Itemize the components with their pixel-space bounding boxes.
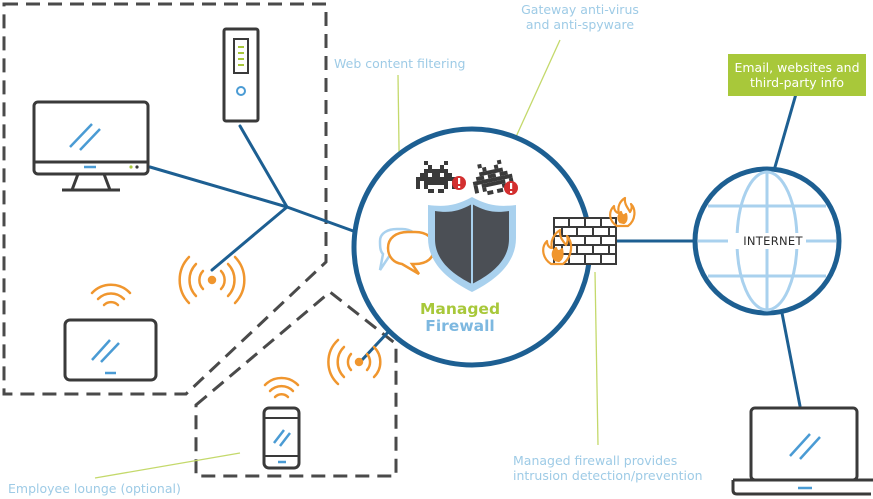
managed-label: Managed	[419, 300, 501, 318]
server-tower-icon	[222, 27, 260, 123]
wifi-signal-icon	[327, 338, 382, 386]
tablet-icon	[63, 318, 158, 382]
globe-icon	[692, 166, 842, 316]
network-cables	[148, 92, 802, 408]
desktop-monitor-icon	[32, 100, 150, 192]
lounge-zone-border	[194, 290, 398, 478]
firewall-label: Firewall	[425, 317, 495, 335]
office-zone-border	[2, 2, 328, 396]
shield-icon	[428, 197, 516, 292]
gateway-antivirus-label: Gateway anti-virus and anti-spyware	[510, 2, 650, 32]
intrusion-label-line1: Managed firewall provides	[513, 453, 678, 468]
email-chip-line1: Email, websites and	[734, 60, 860, 75]
gateway-label-line2: and anti-spyware	[525, 17, 635, 32]
alert-icon	[452, 176, 466, 190]
internet-label: INTERNET	[743, 234, 803, 248]
smartphone-icon	[262, 406, 301, 470]
wifi-signal-icon	[263, 376, 300, 399]
space-invader-icon	[472, 159, 515, 196]
wifi-signal-icon	[90, 283, 132, 307]
fire-icon	[542, 228, 573, 266]
web-content-filtering-label: Web content filtering	[334, 56, 466, 71]
wifi-signal-icon	[178, 255, 246, 305]
email-websites-chip: Email, websites and third-party info	[728, 54, 866, 96]
intrusion-detection-label: Managed firewall provides intrusion dete…	[513, 453, 703, 483]
laptop-icon	[731, 406, 873, 496]
alert-icon	[504, 181, 518, 195]
employee-lounge-label: Employee lounge (optional)	[8, 481, 181, 496]
intrusion-label-line2: intrusion detection/prevention	[513, 468, 703, 483]
email-chip-line2: third-party info	[749, 75, 845, 90]
gateway-label-line1: Gateway anti-virus	[521, 2, 639, 17]
speech-bubbles-icon	[378, 227, 436, 276]
fire-icon	[609, 196, 636, 228]
